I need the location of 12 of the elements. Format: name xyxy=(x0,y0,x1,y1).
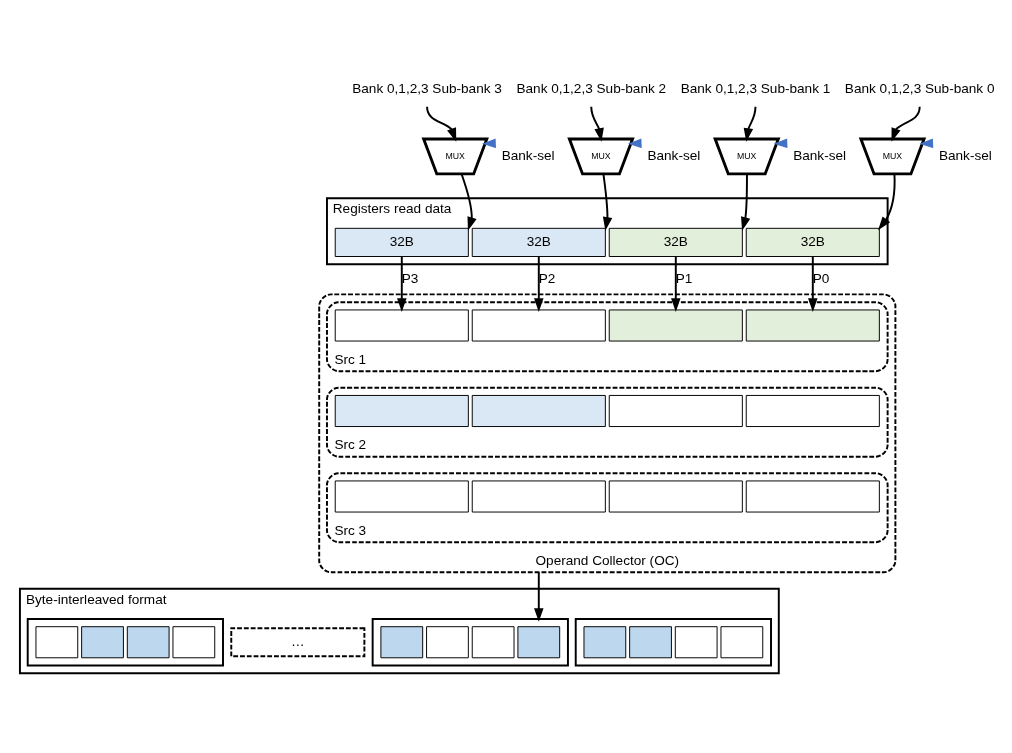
edge-label: P2 xyxy=(538,270,556,286)
node-text: Bank-sel xyxy=(501,148,555,164)
edge-label: P3 xyxy=(401,270,419,286)
node-text: Bank-sel xyxy=(793,148,847,164)
node-text: Bank 0,1,2,3 Sub-bank 3 xyxy=(352,80,502,96)
node-text: Bank-sel xyxy=(647,148,701,164)
node-text: Bank 0,1,2,3 Sub-bank 1 xyxy=(680,80,831,96)
node-text: Bank-sel xyxy=(938,148,992,164)
node-text: Bank 0,1,2,3 Sub-bank 2 xyxy=(516,80,667,96)
edge-label: P0 xyxy=(812,270,830,286)
node-text: Bank 0,1,2,3 Sub-bank 0 xyxy=(844,80,995,96)
edge-label: P1 xyxy=(675,270,693,286)
